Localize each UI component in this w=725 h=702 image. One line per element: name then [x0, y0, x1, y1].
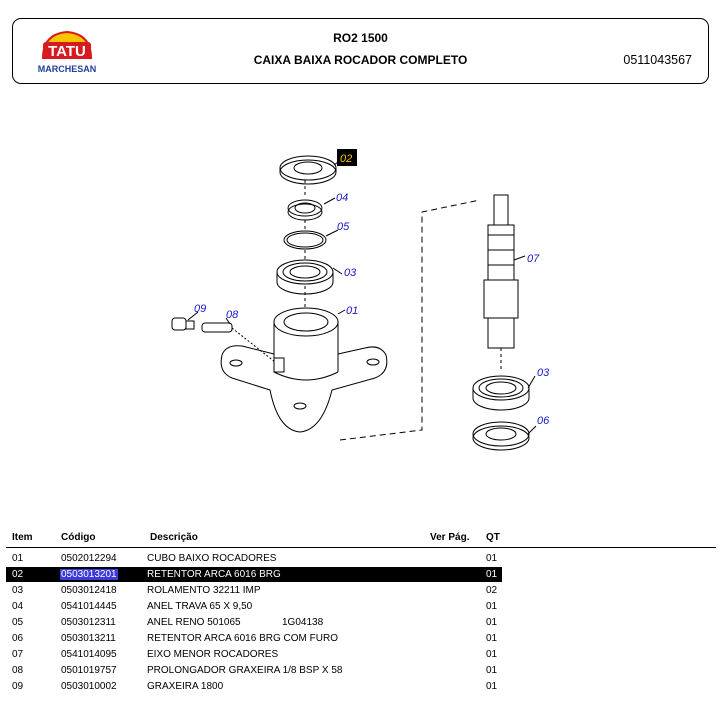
row-qt: 01: [486, 553, 498, 564]
callout-07: 07: [527, 253, 540, 265]
table-row-selected[interactable]: 02 0503013201 RETENTOR ARCA 6016 BRG 01: [0, 567, 725, 583]
row-item: 06: [12, 633, 24, 644]
row-item: 02: [12, 569, 24, 580]
callout-02: 02: [340, 153, 352, 165]
tatu-marchesan-logo: TATU MARCHESAN: [33, 28, 101, 78]
callout-08: 08: [226, 309, 239, 321]
svg-text:MARCHESAN: MARCHESAN: [38, 64, 97, 74]
row-qt: 01: [486, 601, 498, 612]
header-qt: QT: [486, 532, 500, 543]
row-description: ROLAMENTO 32211 IMP: [147, 585, 261, 596]
part-anel-trava: [287, 199, 323, 221]
part-anel-reno: [283, 230, 327, 250]
row-qt: 02: [486, 585, 498, 596]
parts-table-body: 01 0502012294 CUBO BAIXO ROCADORES 01 02…: [0, 551, 725, 695]
row-code: 0503010002: [61, 681, 117, 692]
row-code: 0503013201: [60, 569, 118, 580]
selection-bar: [6, 567, 502, 582]
table-row[interactable]: 09 0503010002 GRAXEIRA 1800 01: [0, 679, 725, 695]
part-retentor-lower: [472, 421, 530, 451]
row-code: 0501019757: [61, 665, 117, 676]
table-row[interactable]: 04 0541014445 ANEL TRAVA 65 X 9,50 01: [0, 599, 725, 615]
row-code: 0503013211: [61, 633, 116, 644]
row-description: PROLONGADOR GRAXEIRA 1/8 BSP X 58: [147, 665, 343, 676]
row-qt: 01: [486, 681, 498, 692]
row-code: 0503012311: [61, 617, 116, 628]
callout-06: 06: [537, 415, 550, 427]
document-number: 0511043567: [623, 53, 692, 67]
row-description: RETENTOR ARCA 6016 BRG: [147, 569, 281, 580]
table-row[interactable]: 01 0502012294 CUBO BAIXO ROCADORES 01: [0, 551, 725, 567]
table-row[interactable]: 03 0503012418 ROLAMENTO 32211 IMP 02: [0, 583, 725, 599]
row-item: 05: [12, 617, 24, 628]
row-code: 0503012418: [61, 585, 117, 596]
row-qt: 01: [486, 649, 498, 660]
table-row[interactable]: 08 0501019757 PROLONGADOR GRAXEIRA 1/8 B…: [0, 663, 725, 679]
row-item: 01: [12, 553, 24, 564]
part-rolamento-upper: [276, 259, 334, 295]
callout-01: 01: [346, 305, 358, 317]
exploded-parts-diagram: 02 04 05 03 01 09 08 07 03 06: [171, 149, 550, 451]
row-qt: 01: [486, 617, 498, 628]
callout-04: 04: [336, 192, 348, 204]
callout-highlight-box: [337, 149, 357, 166]
row-description: GRAXEIRA 1800: [147, 681, 224, 692]
table-row[interactable]: 05 0503012311 ANEL RENO 501065 1G04138 0…: [0, 615, 725, 631]
row-item: 07: [12, 649, 24, 660]
parts-table-header: Item Código Descrição Ver Pág. QT: [0, 528, 725, 546]
row-description: RETENTOR ARCA 6016 BRG COM FURO: [147, 633, 338, 644]
callout-03-upper: 03: [344, 267, 357, 279]
row-item: 04: [12, 601, 24, 612]
table-row[interactable]: 06 0503013211 RETENTOR ARCA 6016 BRG COM…: [0, 631, 725, 647]
row-description: ANEL TRAVA 65 X 9,50: [147, 601, 253, 612]
part-cubo: [220, 307, 388, 433]
header-description: Descrição: [150, 532, 198, 543]
part-eixo: [483, 194, 519, 372]
callout-09: 09: [194, 303, 206, 315]
row-code: 0541014095: [61, 649, 117, 660]
row-code: 0541014445: [61, 601, 117, 612]
assembly-title: CAIXA BAIXA ROCADOR COMPLETO: [253, 53, 468, 67]
row-reference: 1G04138: [282, 617, 324, 628]
row-item: 08: [12, 665, 24, 676]
table-row[interactable]: 07 0541014095 EIXO MENOR ROCADORES 01: [0, 647, 725, 663]
svg-text:TATU: TATU: [48, 43, 86, 60]
row-item: 03: [12, 585, 24, 596]
row-description: CUBO BAIXO ROCADORES: [147, 553, 277, 564]
header-code: Código: [61, 532, 96, 543]
row-code: 0502012294: [61, 553, 117, 564]
row-description: ANEL RENO 501065: [147, 617, 241, 628]
model-title: RO2 1500: [333, 31, 388, 45]
row-qt: 01: [486, 665, 498, 676]
document-header: TATU MARCHESAN RO2 1500 CAIXA BAIXA ROCA…: [12, 18, 709, 84]
header-item: Item: [12, 532, 33, 543]
part-retentor-top: [279, 155, 337, 185]
header-ver-pag: Ver Pág.: [430, 532, 470, 543]
part-prolongador: [201, 322, 276, 363]
row-qt: 01: [486, 633, 498, 644]
callout-03-lower: 03: [537, 367, 550, 379]
row-item: 09: [12, 681, 24, 692]
callout-05: 05: [337, 221, 350, 233]
part-rolamento-lower: [472, 375, 530, 411]
row-description: EIXO MENOR ROCADORES: [147, 649, 279, 660]
header-divider: [6, 547, 716, 548]
row-qt: 01: [486, 569, 498, 580]
part-graxeira: [171, 317, 195, 331]
